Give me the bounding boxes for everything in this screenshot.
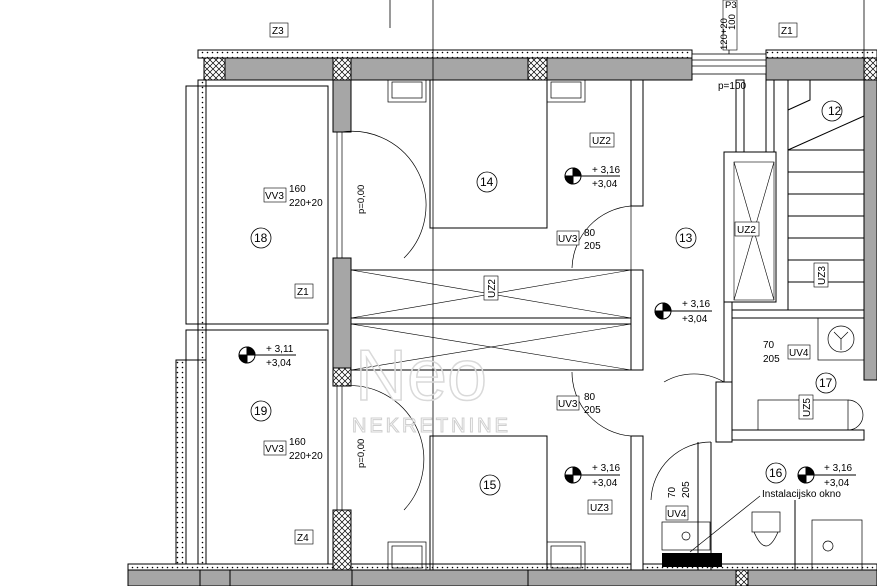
- room-number-13: 13: [679, 231, 693, 245]
- room-number-15: 15: [483, 478, 497, 492]
- dim-220-b: 220+20: [289, 451, 323, 462]
- dim-205-d: 205: [681, 481, 692, 498]
- level-marker-13: [654, 302, 712, 320]
- label-p0-a: p=0,00: [356, 185, 367, 214]
- label-z3-top: Z3: [272, 26, 284, 37]
- dim-80-b: 80: [584, 392, 596, 403]
- level-16-top: + 3,16: [824, 463, 853, 474]
- watermark: Neo NEKRETNINE: [352, 335, 511, 437]
- label-instalacijsko-okno: Instalacijsko okno: [762, 489, 841, 500]
- level-13-top: + 3,16: [682, 299, 711, 310]
- dim-70-b: 70: [667, 486, 678, 498]
- label-uv3-a: UV3: [558, 234, 578, 245]
- interior-walls: [185, 79, 865, 586]
- room-circles: [250, 100, 843, 496]
- level-15-top: + 3,16: [592, 463, 621, 474]
- label-z1-top: Z1: [781, 26, 793, 37]
- installation-window-box: [662, 553, 722, 567]
- room-number-14: 14: [480, 175, 494, 189]
- label-vv3-a: VV3: [265, 191, 284, 202]
- dim-160-b: 160: [289, 437, 306, 448]
- label-p100: p=100: [718, 81, 747, 92]
- dim-70-a: 70: [763, 340, 775, 351]
- dim-160-a: 160: [289, 184, 306, 195]
- label-uz2-b: UZ2: [737, 225, 756, 236]
- level-16-bot: +3,04: [824, 478, 850, 489]
- room-number-18: 18: [254, 231, 268, 245]
- label-uz5: UZ5: [802, 398, 813, 417]
- dim-205-b: 205: [584, 405, 601, 416]
- level-19-top: + 3,11: [266, 344, 294, 355]
- level-marker-14: [564, 167, 620, 185]
- room-number-17: 17: [819, 376, 833, 390]
- label-z4: Z4: [297, 533, 309, 544]
- doors: [336, 131, 725, 511]
- label-uz3-b: UZ3: [590, 503, 609, 514]
- level-marker-16: [797, 466, 856, 484]
- label-uv4-b: UV4: [667, 509, 687, 520]
- room-number-12: 12: [828, 104, 842, 118]
- label-p0-b: p=0,00: [356, 439, 367, 468]
- label-p3-dim2: 120+20: [719, 18, 730, 50]
- watermark-logo: Neo: [355, 336, 487, 416]
- label-p3: P3: [725, 0, 737, 11]
- level-14-bot: +3,04: [592, 179, 618, 190]
- level-marker-19: [238, 346, 296, 364]
- dim-80-a: 80: [584, 228, 596, 239]
- label-uv3-b: UV3: [558, 399, 578, 410]
- level-13-bot: +3,04: [682, 314, 708, 325]
- watermark-subtitle: NEKRETNINE: [352, 415, 511, 437]
- room-number-16: 16: [769, 466, 783, 480]
- label-uz2-a: UZ2: [592, 136, 611, 147]
- label-vv3-b: VV3: [265, 444, 284, 455]
- level-14-top: + 3,16: [592, 165, 621, 176]
- dim-205-c: 205: [763, 354, 780, 365]
- dim-220-a: 220+20: [289, 198, 323, 209]
- room-number-19: 19: [254, 404, 268, 418]
- level-marker-15: [564, 466, 620, 484]
- label-uv4-a: UV4: [789, 348, 809, 359]
- label-boxes: [263, 0, 829, 545]
- label-uz2-c: UZ2: [487, 279, 498, 298]
- level-15-bot: +3,04: [592, 478, 618, 489]
- dim-205-a: 205: [584, 241, 601, 252]
- label-z1-mid: Z1: [297, 287, 309, 298]
- label-p3-dim1: 100: [727, 14, 738, 30]
- grid-lines: [389, 0, 865, 586]
- label-uz3-a: UZ3: [817, 266, 828, 285]
- level-19-bot: +3,04: [266, 358, 292, 369]
- level-markers: [238, 167, 856, 484]
